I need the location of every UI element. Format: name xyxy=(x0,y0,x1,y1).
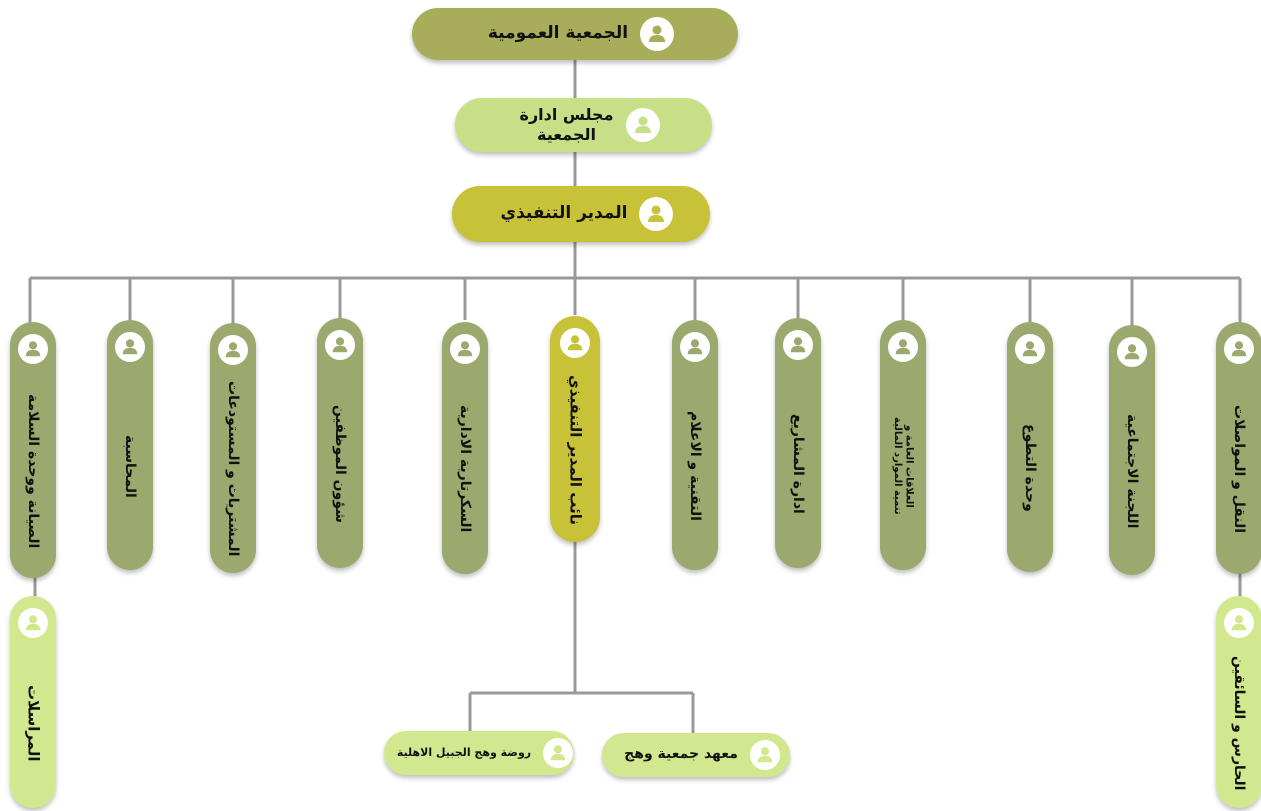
user-icon xyxy=(783,330,813,360)
user-icon xyxy=(1224,608,1254,638)
dept-label: ادارة المشاريع xyxy=(790,414,807,514)
dept-label: العلاقات العامة و تنمية الموارد المالية xyxy=(892,417,915,515)
dept-social-committee: اللجنة الاجتماعية xyxy=(1109,325,1155,575)
user-icon xyxy=(1224,334,1254,364)
dept-administrative-secretariat: السكرتارية الادارية xyxy=(442,322,488,574)
dept-personnel-affairs: شؤون الموظفين xyxy=(317,318,363,568)
general-assembly-label: الجمعية العمومية xyxy=(487,23,629,44)
general-assembly-node: الجمعية العمومية xyxy=(412,8,738,60)
sub-label: معهد جمعية وهج xyxy=(624,746,738,763)
user-icon xyxy=(640,17,675,51)
board-label: مجلس ادارة الجمعية xyxy=(519,105,614,144)
executive-director-node: المدير التنفيذي xyxy=(452,186,710,242)
dept-label: التقنية و الاعلام xyxy=(687,411,704,521)
dept-public-relations: العلاقات العامة و تنمية الموارد المالية xyxy=(880,320,926,570)
dept-technology-media: التقنية و الاعلام xyxy=(672,320,718,570)
user-icon xyxy=(560,328,590,358)
dept-label: شؤون الموظفين xyxy=(332,405,349,523)
dept-project-management: ادارة المشاريع xyxy=(775,318,821,568)
user-icon xyxy=(218,335,248,365)
dept-label: اللجنة الاجتماعية xyxy=(1124,413,1141,529)
executive-director-label: المدير التنفيذي xyxy=(500,203,628,224)
sub-guard-drivers: الحارس و السائقين xyxy=(1216,596,1261,808)
dept-volunteering-unit: وحدة التطوع xyxy=(1007,322,1053,572)
dept-transport: النقل و المواصلات xyxy=(1216,322,1261,574)
user-icon xyxy=(639,197,674,231)
sub-label: المراسلات xyxy=(24,684,43,762)
user-icon xyxy=(1015,334,1045,364)
user-icon xyxy=(888,332,918,362)
user-icon xyxy=(749,740,780,770)
dept-label: النقل و المواصلات xyxy=(1231,404,1248,534)
user-icon xyxy=(325,330,355,360)
dept-label: المحاسبة xyxy=(122,434,139,498)
board-node: مجلس ادارة الجمعية xyxy=(455,98,712,152)
user-icon xyxy=(543,738,574,768)
sub-wahj-institute: معهد جمعية وهج xyxy=(602,733,790,777)
user-icon xyxy=(450,334,480,364)
user-icon xyxy=(18,334,48,364)
dept-maintenance-safety: الصيانة ووحدة السلامة xyxy=(10,322,56,578)
user-icon xyxy=(625,108,660,142)
dept-label: نائب المدير التنفيذي xyxy=(566,374,585,526)
sub-label: روضة وهج الجبيل الاهلية xyxy=(396,746,532,760)
sub-correspondence: المراسلات xyxy=(10,596,56,808)
user-icon xyxy=(680,332,710,362)
dept-procurement-warehouses: المشتريات و المستودعات xyxy=(210,323,256,573)
dept-label: الصيانة ووحدة السلامة xyxy=(25,393,42,549)
dept-deputy-executive-director: نائب المدير التنفيذي xyxy=(550,316,600,542)
sub-label: الحارس و السائقين xyxy=(1231,655,1248,791)
user-icon xyxy=(115,332,145,362)
dept-label: وحدة التطوع xyxy=(1022,424,1039,512)
dept-accounting: المحاسبة xyxy=(107,320,153,570)
user-icon xyxy=(18,608,48,638)
dept-label: المشتريات و المستودعات xyxy=(225,381,242,557)
sub-kindergarten: روضة وهج الجبيل الاهلية xyxy=(384,731,574,775)
user-icon xyxy=(1117,337,1147,367)
dept-label: السكرتارية الادارية xyxy=(457,405,474,533)
